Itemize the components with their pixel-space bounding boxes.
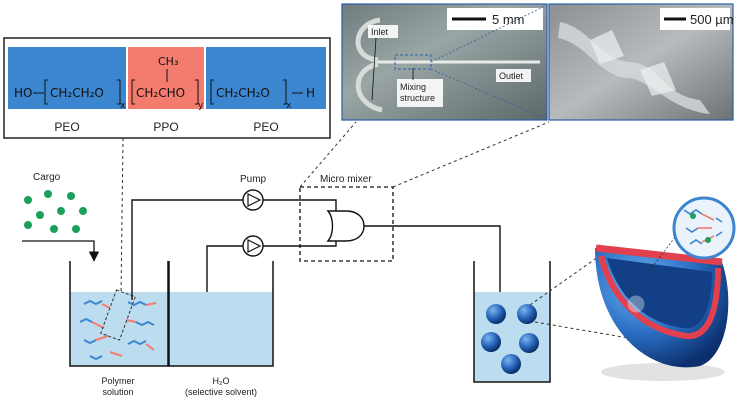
- formula-subscript-y: y: [198, 101, 204, 111]
- formula-subscript-x-1: x: [120, 101, 126, 111]
- cargo-particle: [79, 207, 87, 215]
- formula-ppo-methyl: CH₃: [158, 55, 178, 68]
- peo-block-right: [206, 47, 326, 109]
- micro-mixer: [299, 186, 394, 262]
- polymer-beaker-label-line1: Polymer: [101, 376, 134, 386]
- cargo-particle: [57, 207, 65, 215]
- cargo-particle: [44, 190, 52, 198]
- callout-mixing-structure-text: Mixing: [400, 82, 426, 92]
- pump-label: Pump: [240, 174, 267, 185]
- ppo-block: [128, 47, 204, 109]
- nanoparticle-cutaway: [595, 196, 736, 381]
- pump-arrow-icon: [247, 193, 262, 207]
- formula-peo-unit-2: CH₂CH₂O: [216, 86, 270, 100]
- mixer-symbol: [326, 210, 365, 242]
- callout-mixing-structure-line2: structure: [400, 93, 435, 103]
- water-beaker-label-line2: (selective solvent): [185, 387, 257, 397]
- membrane-cargo-dot: [690, 213, 696, 219]
- cargo-feed-arrow: [22, 240, 100, 262]
- chain-inset-box: [100, 289, 136, 341]
- formula-peo-unit-1: CH₂CH₂O: [50, 86, 104, 100]
- cargo-particle: [24, 221, 32, 229]
- cargo-particle: [24, 196, 32, 204]
- sem-scale-bar-label: 500 µm: [690, 12, 734, 27]
- polymer-beaker: Polymer solution: [69, 261, 169, 397]
- membrane-cargo-dot: [705, 237, 711, 243]
- cargo-particle: [67, 192, 75, 200]
- cargo-label: Cargo: [33, 172, 61, 183]
- pump-arrow-icon: [247, 239, 262, 253]
- nanoparticle: [481, 332, 501, 352]
- peo-block-left: [8, 47, 126, 109]
- water-beaker-label-line1: H₂O: [213, 376, 230, 386]
- block-label-ppo: PPO: [153, 120, 178, 134]
- callout-outlet: Outlet: [499, 71, 524, 81]
- tubing: [131, 199, 501, 300]
- block-label-peo-right: PEO: [253, 120, 278, 134]
- nanoparticle: [517, 304, 537, 324]
- formula-right-end: H: [306, 86, 315, 100]
- cargo-group: Cargo: [22, 172, 100, 262]
- sem-zoom-photo: 500 µm: [548, 3, 734, 121]
- nanoparticle: [486, 304, 506, 324]
- cargo-particle: [36, 211, 44, 219]
- callout-inlet: Inlet: [371, 27, 389, 37]
- polymer-beaker-label-line2: solution: [102, 387, 133, 397]
- pump-2: [242, 235, 264, 257]
- pump-1: [242, 189, 264, 211]
- block-label-peo-left: PEO: [54, 120, 79, 134]
- formula-ppo-unit: CH₂CHO: [136, 86, 185, 100]
- formula-left-end: HO: [14, 86, 32, 100]
- nanoparticle: [501, 354, 521, 374]
- copolymer-structure-panel: HO CH₂CH₂O x CH₃ CH₂CHO y CH₂CH₂O x H PE…: [3, 37, 331, 139]
- chip-scale-bar-label: 5 mm: [492, 12, 525, 27]
- leader-formula-to-chain: [120, 137, 124, 297]
- cargo-particle: [72, 225, 80, 233]
- micromixer-photo: 5 mm Inlet Mixing structure Outlet: [341, 3, 548, 121]
- nanoparticle: [519, 333, 539, 353]
- micro-mixer-label: Micro mixer: [320, 174, 372, 185]
- water-beaker: H₂O (selective solvent): [168, 261, 274, 397]
- water-liquid: [169, 292, 273, 366]
- product-beaker: [473, 261, 551, 383]
- cargo-particle: [50, 225, 58, 233]
- formula-subscript-x-2: x: [286, 101, 292, 111]
- callout-mixing-structure: Mixing structure: [400, 82, 435, 103]
